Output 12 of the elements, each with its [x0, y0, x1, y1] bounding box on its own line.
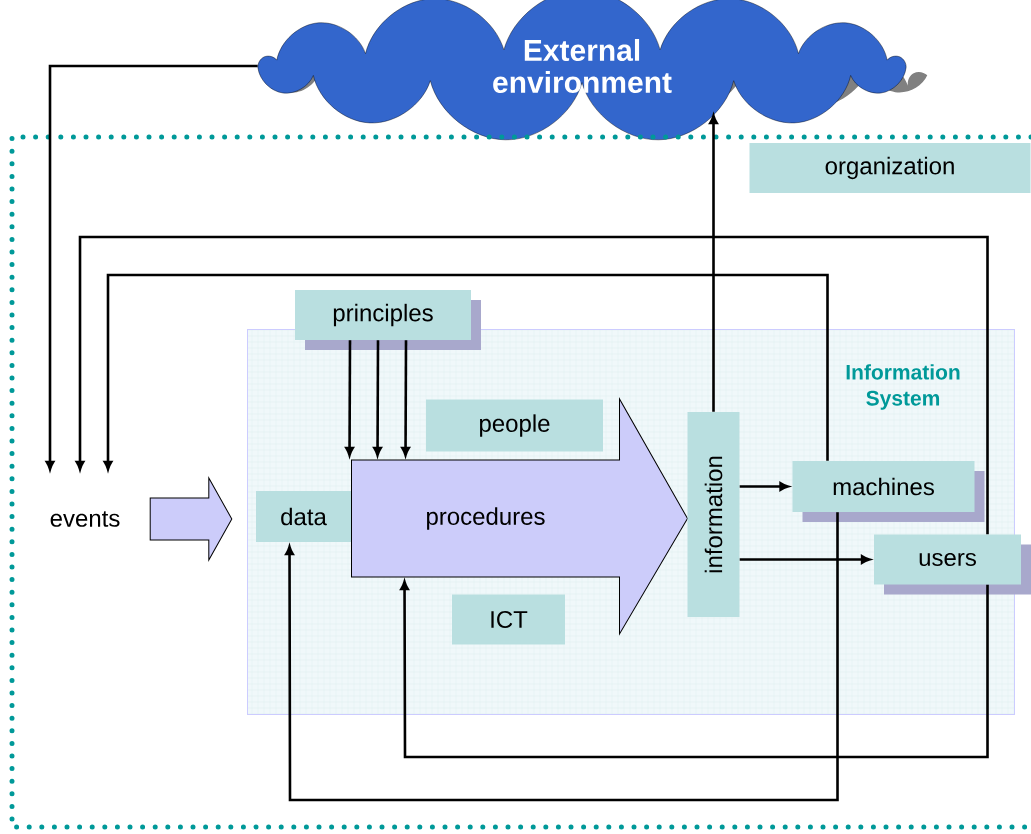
- label-box: data: [256, 491, 351, 542]
- label-box: information: [687, 412, 740, 617]
- label-box: users: [874, 534, 1031, 595]
- event-label: events: [50, 511, 120, 527]
- label-box: people: [426, 399, 603, 452]
- arrow: [45, 64, 258, 471]
- arrow: [103, 273, 829, 471]
- cloud: External environment: [257, 0, 928, 141]
- label-box: principles: [295, 290, 481, 350]
- arrow: [75, 235, 989, 535]
- label-box: machines: [792, 461, 985, 522]
- block-arrow: [149, 477, 233, 561]
